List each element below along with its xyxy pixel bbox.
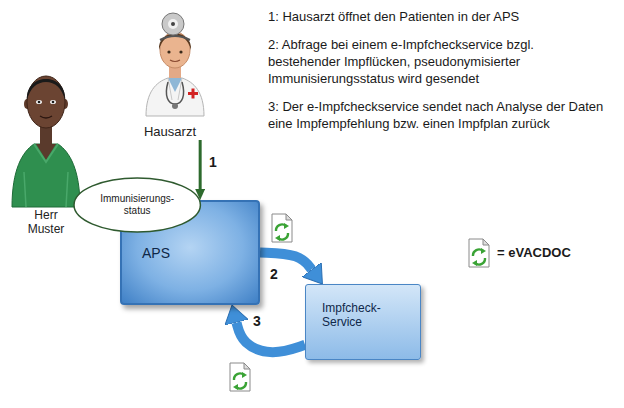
node-label: Herr Muster [20, 208, 72, 237]
patient-figure: Herr Muster [8, 62, 84, 237]
node-label: Immunisierungs- status [93, 193, 181, 217]
doctor-icon [146, 13, 204, 116]
node-label: Impfcheck- Service [322, 301, 402, 330]
legend-icon [469, 239, 489, 267]
legend-entry: = eVACDOC [497, 245, 571, 261]
evacdoc-icon [272, 214, 292, 242]
step-note: 3: Der e-Impfcheckservice sendet nach An… [268, 98, 608, 132]
ellipse-shape [74, 178, 200, 232]
patient-icon [12, 76, 80, 207]
node-label: Hausarzt [144, 124, 196, 140]
node-label: APS [142, 245, 170, 262]
evacdoc-icon [230, 363, 250, 391]
flow-arrow [236, 322, 305, 352]
callout-number: 1 [207, 154, 219, 170]
callout-number: 3 [251, 313, 263, 329]
step-note: 1: Hausarzt öffnet den Patienten in der … [268, 8, 608, 25]
doctor-figure: Hausarzt [118, 6, 222, 140]
callout-number: 2 [268, 266, 280, 282]
legend-text: = eVACDOC [497, 245, 571, 261]
step-note: 2: Abfrage bei einem e-Impfcheckservice … [268, 36, 608, 87]
status-ellipse: Immunisierungs- status [73, 177, 201, 233]
step-notes: 1: Hausarzt öffnet den Patienten in der … [268, 8, 608, 143]
service-box: Impfcheck- Service [305, 284, 421, 360]
legend: = eVACDOC [497, 245, 571, 261]
open-arrow [199, 140, 202, 189]
